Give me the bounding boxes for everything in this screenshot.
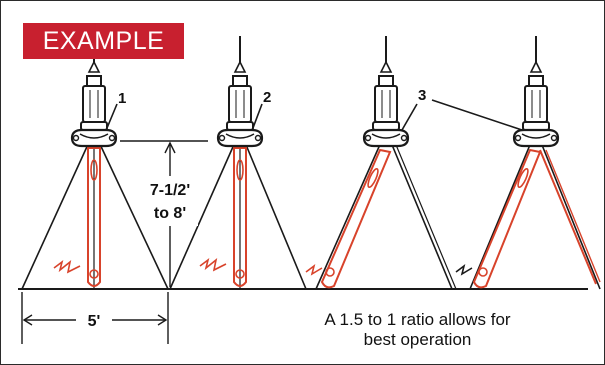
caption-line-2: best operation [363, 330, 472, 349]
height-label-line1: 7-1/2' [150, 182, 190, 199]
callout-1: 1 [118, 90, 126, 107]
tripod-4 [455, 36, 601, 290]
example-badge: EXAMPLE [23, 23, 184, 59]
callout-3: 3 [418, 87, 426, 104]
width-label: 5' [88, 313, 101, 330]
tripod-3 [305, 36, 457, 290]
tripod-1 [21, 56, 169, 290]
caption-line-1: A 1.5 to 1 ratio allows for [324, 310, 511, 329]
height-label-line2: to 8' [154, 205, 186, 222]
callout-2: 2 [263, 89, 271, 106]
caption: A 1.5 to 1 ratio allows for best operati… [270, 310, 565, 350]
callout-3-leader-b [431, 99, 523, 131]
callout-3-leader-a [401, 103, 418, 131]
tripod-2 [169, 36, 307, 290]
